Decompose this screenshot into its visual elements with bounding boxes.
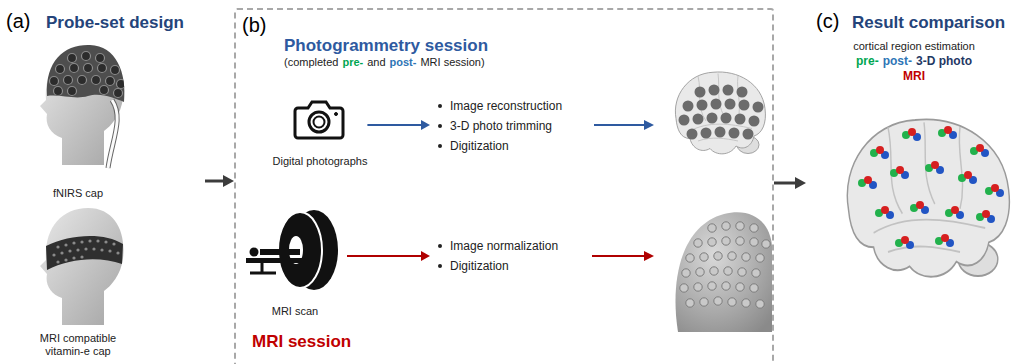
- vitamin-e-cap-head: [40, 208, 123, 325]
- fnirs-cap-head: [40, 45, 126, 168]
- item-label: fNIRS cap: [53, 187, 103, 200]
- comparison-brain: [847, 119, 1009, 276]
- step-text: Image reconstruction: [434, 96, 562, 116]
- camera-icon: [295, 102, 343, 138]
- connector-line: [774, 182, 796, 185]
- flow-connector: [205, 175, 234, 187]
- annotation-text: MRI: [903, 70, 925, 84]
- mri-scanner-icon: [246, 210, 338, 290]
- panel-heading: Probe-set design: [46, 13, 184, 33]
- annotation-text: 3-D photo: [916, 55, 972, 69]
- panel-letter: (c): [816, 10, 839, 33]
- annotation-text: (completed: [284, 56, 338, 69]
- bullet-dot: [438, 264, 442, 268]
- flow-connector: [347, 251, 430, 261]
- annotation-text: pre-: [856, 55, 879, 69]
- arrow-head: [795, 177, 806, 189]
- panel-letter: (b): [242, 14, 266, 37]
- item-label: MRI scan: [272, 305, 318, 318]
- bullet-dot: [438, 104, 442, 108]
- panel-heading: Result comparison: [852, 13, 1005, 33]
- annotation-text: post-: [883, 55, 912, 69]
- icon-item: MRI scan: [243, 214, 347, 318]
- flow-connector: [367, 120, 430, 130]
- bullet-dot: [438, 144, 442, 148]
- annotation-text: pre-: [342, 56, 363, 69]
- step-list: Image normalizationDigitization: [430, 236, 562, 276]
- annotation-text: post-: [390, 56, 417, 69]
- connector-line: [205, 180, 224, 183]
- figure-item: fNIRS cap: [28, 40, 128, 200]
- photogrammetry-brain: [675, 72, 765, 154]
- panel-letter: (a): [6, 10, 30, 33]
- icon-item: Digital photographs: [273, 94, 368, 168]
- process-arrow: [592, 120, 654, 261]
- arrow-head: [421, 120, 430, 130]
- connector-line: [347, 255, 422, 257]
- step-list: Image reconstruction3-D photo trimmingDi…: [430, 96, 566, 156]
- figure-item: MRI compatible vitamin-e cap: [28, 212, 128, 358]
- label-row: pre-post- 3-D photo: [856, 55, 972, 69]
- panel-group: (a) Probe-set design fNIRS capMRI compatib…: [0, 0, 205, 364]
- label-row: cortical region estimation: [853, 40, 975, 53]
- annotation-text: MRI session): [420, 56, 484, 69]
- annotation-text: and: [367, 56, 385, 69]
- arrow-head: [421, 251, 430, 261]
- label-row: MRI: [903, 70, 925, 84]
- item-label: MRI compatible vitamin-e cap: [28, 332, 128, 358]
- bullet-dot: [438, 244, 442, 248]
- connector-line: [367, 124, 422, 126]
- step-text: Image normalization: [434, 236, 558, 256]
- bullet-dot: [438, 124, 442, 128]
- panel-heading: Photogrammetry session: [284, 36, 488, 56]
- step-text: 3-D photo trimming: [434, 116, 562, 136]
- step-text: Digitization: [434, 136, 562, 156]
- step-text: Digitization: [434, 256, 558, 276]
- item-label: Digital photographs: [273, 155, 368, 168]
- panel-group: (c) Result comparison: [806, 0, 1022, 364]
- flow-connector: [774, 177, 806, 189]
- label-row: (completed pre-and post-MRI session): [284, 56, 485, 69]
- annotation-text: cortical region estimation: [853, 40, 975, 53]
- panel-heading: MRI session: [252, 332, 351, 352]
- mri-head-render: [675, 212, 772, 332]
- arrow-head: [223, 175, 234, 187]
